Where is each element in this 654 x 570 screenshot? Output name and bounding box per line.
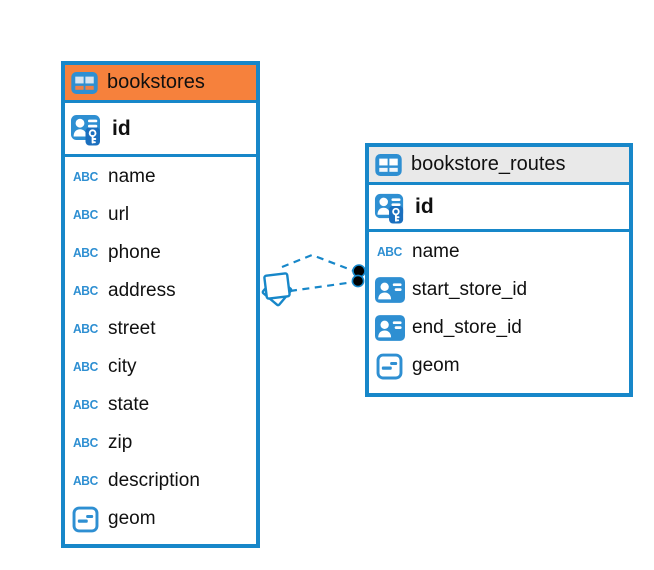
column-row[interactable]: ABC city	[65, 348, 256, 386]
text-type-icon: ABC	[72, 207, 99, 223]
text-type-icon: ABC	[72, 169, 99, 185]
column-name: geom	[412, 355, 460, 376]
table-bookstores[interactable]: bookstores id ABC name ABC url	[61, 61, 260, 548]
column-list: ABC name start_store_id	[369, 232, 629, 385]
table-bookstore-routes[interactable]: bookstore_routes id ABC name	[365, 143, 633, 397]
column-row[interactable]: ABC phone	[65, 234, 256, 272]
column-name: end_store_id	[412, 317, 522, 338]
table-icon	[375, 153, 402, 176]
table-bookstore-routes-header[interactable]: bookstore_routes	[369, 147, 629, 185]
column-name: address	[108, 280, 176, 301]
column-name: description	[108, 470, 200, 491]
column-name: url	[108, 204, 130, 225]
column-row[interactable]: end_store_id	[369, 309, 629, 347]
column-name: start_store_id	[412, 279, 528, 300]
column-name: city	[108, 356, 137, 377]
column-row[interactable]: ABC description	[65, 462, 256, 500]
text-type-icon: ABC	[376, 244, 403, 260]
column-list: ABC name ABC url ABC phone ABC address A…	[65, 157, 256, 538]
relationship-squares-marker[interactable]	[263, 272, 291, 300]
text-type-icon: ABC	[72, 321, 99, 337]
column-row[interactable]: geom	[369, 347, 629, 385]
column-row[interactable]: ABC address	[65, 272, 256, 310]
table-title: bookstores	[107, 71, 205, 93]
table-icon	[71, 71, 98, 94]
primary-key-icon	[374, 193, 404, 224]
column-row[interactable]: geom	[65, 500, 256, 538]
column-row[interactable]: ABC zip	[65, 424, 256, 462]
primary-key-label: id	[112, 116, 131, 140]
column-row[interactable]: ABC name	[65, 158, 256, 196]
table-title: bookstore_routes	[411, 153, 566, 175]
column-name: phone	[108, 242, 161, 263]
column-row-id[interactable]: id	[65, 103, 256, 157]
column-name: geom	[108, 508, 156, 529]
text-type-icon: ABC	[72, 397, 99, 413]
relationship-line[interactable]	[289, 280, 355, 293]
table-bookstores-header[interactable]: bookstores	[65, 65, 256, 103]
column-row[interactable]: ABC street	[65, 310, 256, 348]
text-type-icon: ABC	[72, 359, 99, 375]
column-name: street	[108, 318, 156, 339]
column-row[interactable]: ABC url	[65, 196, 256, 234]
text-type-icon: ABC	[72, 283, 99, 299]
primary-key-icon	[71, 114, 100, 145]
text-type-icon: ABC	[72, 435, 99, 451]
column-name: state	[108, 394, 150, 415]
text-type-icon: ABC	[72, 473, 99, 489]
text-type-icon: ABC	[72, 245, 99, 261]
geometry-type-icon	[376, 353, 403, 379]
column-row[interactable]: start_store_id	[369, 271, 629, 309]
column-name: zip	[108, 432, 133, 453]
foreign-key-icon	[374, 315, 405, 341]
column-name: name	[412, 241, 460, 262]
relationship-line[interactable]	[281, 253, 355, 273]
column-name: name	[108, 166, 156, 187]
geometry-type-icon	[72, 506, 99, 532]
column-row-id[interactable]: id	[369, 185, 629, 232]
primary-key-label: id	[415, 195, 434, 218]
relationship-dot-marker[interactable]	[351, 274, 365, 288]
foreign-key-icon	[374, 277, 405, 303]
column-row[interactable]: ABC name	[369, 233, 629, 271]
column-row[interactable]: ABC state	[65, 386, 256, 424]
